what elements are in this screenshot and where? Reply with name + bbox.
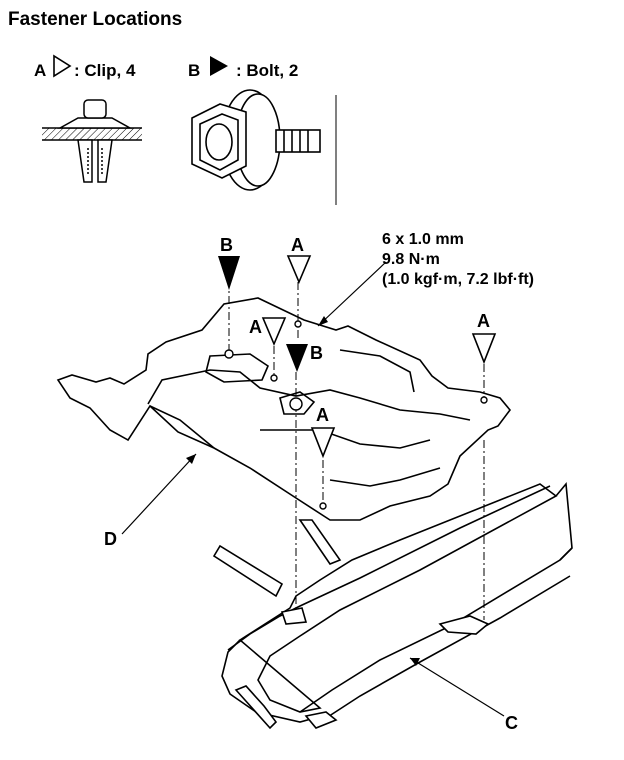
legend-bolt-text: : Bolt, 2 (236, 61, 299, 80)
clip-hole-a4 (480, 396, 488, 404)
torque-spec-nm: 9.8 N·m (382, 251, 440, 268)
leader-lines (121, 261, 505, 717)
bolt-illustration (191, 89, 321, 191)
bolt-b2-marker-icon (286, 344, 308, 372)
bolt-hole-b1 (224, 349, 234, 359)
clip-open-triangle-icon (53, 54, 72, 78)
callout-a3: A (316, 405, 329, 425)
clip-hole-a2 (294, 320, 302, 328)
clip-hole-a1 (270, 374, 278, 382)
clip-a2-marker-icon (261, 317, 287, 347)
clip-a3-marker-icon (310, 427, 336, 459)
torque-spec-size: 6 x 1.0 mm (382, 231, 464, 248)
subframe (212, 482, 573, 730)
callout-a1: A (291, 235, 304, 255)
clip-hole-a3 (319, 502, 327, 510)
bolt-b1-marker-icon (218, 256, 240, 290)
torque-spec-kgf: (1.0 kgf·m, 7.2 lbf·ft) (382, 271, 535, 288)
callout-b2: B (310, 343, 323, 363)
callout-d: D (104, 529, 117, 549)
legend-bolt-letter: B (188, 61, 201, 80)
callout-b1: B (220, 235, 233, 255)
callout-a4: A (477, 311, 490, 331)
legend-clip-text: : Clip, 4 (74, 61, 136, 80)
callout-c: C (505, 713, 518, 733)
page-title: Fastener Locations (8, 9, 183, 30)
fastener-lines (228, 280, 485, 620)
clip-a1-marker-icon (286, 255, 312, 285)
clip-illustration (42, 99, 142, 183)
callout-a2: A (249, 317, 262, 337)
undercover-panel (56, 297, 512, 521)
bolt-hole-b2 (289, 397, 303, 411)
clip-a4-marker-icon (471, 333, 497, 365)
bolt-filled-triangle-icon (210, 56, 228, 76)
legend-clip-letter: A (34, 61, 47, 80)
fastener-points (224, 320, 488, 510)
